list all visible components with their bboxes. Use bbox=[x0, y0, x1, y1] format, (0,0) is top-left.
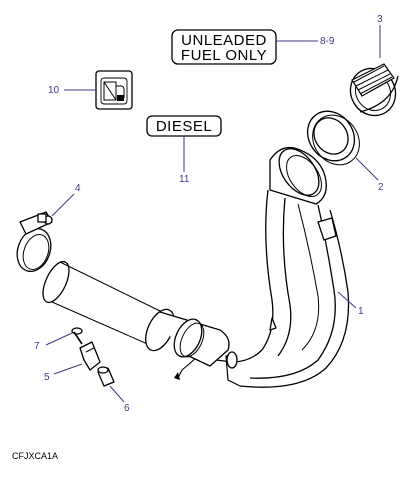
fixing-bolt bbox=[71, 327, 83, 345]
leader-5 bbox=[53, 363, 83, 375]
filler-neck-seal bbox=[306, 110, 360, 166]
fuel-filler-cap bbox=[349, 63, 399, 117]
callout-4: 4 bbox=[75, 183, 81, 194]
callout-11: 11 bbox=[179, 174, 190, 185]
leader-4 bbox=[51, 193, 75, 217]
callout-7: 7 bbox=[34, 341, 40, 352]
callout-1: 1 bbox=[358, 306, 364, 317]
callout-5: 5 bbox=[44, 372, 50, 383]
callout-6: 6 bbox=[124, 403, 130, 414]
main-filler-hose bbox=[42, 260, 230, 367]
callout-3: 3 bbox=[377, 14, 383, 25]
leader-7 bbox=[45, 332, 73, 346]
hose-clamp bbox=[16, 211, 53, 273]
callout-10: 10 bbox=[48, 85, 60, 96]
callout-2: 2 bbox=[378, 182, 384, 193]
diagram-reference-code: CFJXCA1A bbox=[12, 451, 58, 461]
callout-8-9: 8-9 bbox=[320, 36, 335, 47]
mounting-bracket bbox=[79, 341, 101, 371]
diesel-label: DIESEL bbox=[146, 115, 222, 137]
leader-2 bbox=[355, 157, 379, 181]
spacer-nut bbox=[97, 366, 115, 387]
unleaded-label-line1: UNLEADED bbox=[181, 32, 267, 49]
fuel-filler-pipe bbox=[174, 146, 350, 388]
unleaded-label-line2: FUEL ONLY bbox=[181, 47, 267, 64]
diesel-label-text: DIESEL bbox=[156, 118, 212, 135]
fuel-pump-symbol-label bbox=[95, 70, 133, 110]
unleaded-fuel-label: UNLEADED FUEL ONLY bbox=[171, 29, 277, 65]
leader-6 bbox=[109, 385, 125, 403]
leader-1 bbox=[337, 291, 357, 309]
